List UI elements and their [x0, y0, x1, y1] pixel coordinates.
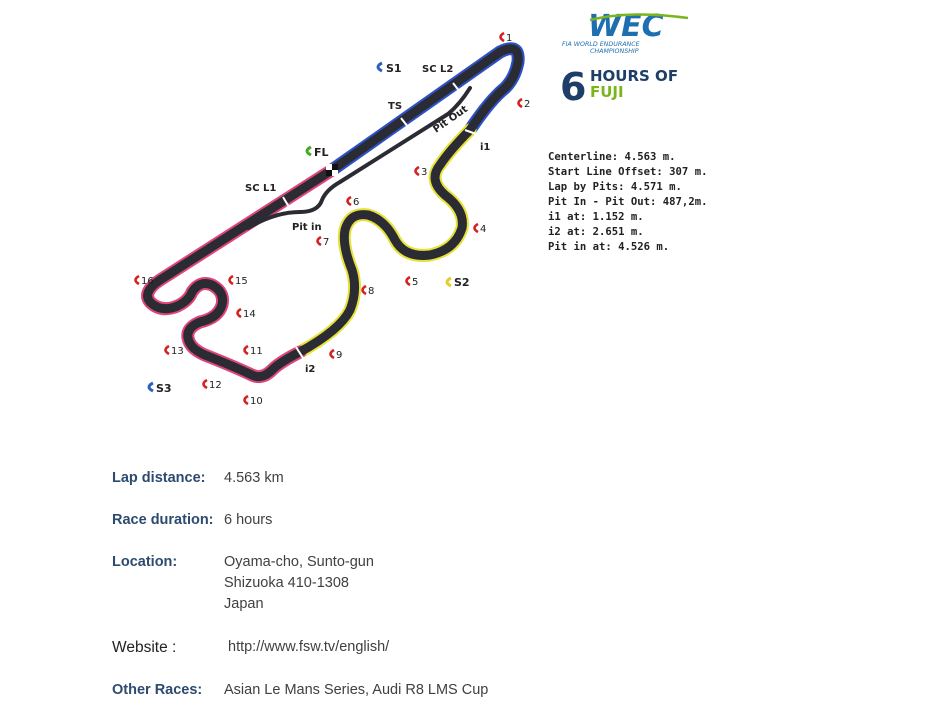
sc-l1-label: SC L1 — [245, 183, 276, 194]
turn-marker-15: 15 — [228, 274, 248, 287]
i1-at: i1 at: 1.152 m. — [548, 211, 644, 223]
pit-lane — [246, 86, 472, 230]
wec-6-hours-of-fuji-logo: WEC FIA WORLD ENDURANCE CHAMPIONSHIP 6 H… — [560, 9, 689, 108]
turn-marker-11: 11 — [243, 344, 263, 357]
pit-in-label: Pit in — [292, 222, 322, 233]
turn-marker-icon — [134, 274, 140, 286]
turn-number: 15 — [235, 276, 248, 287]
wec-sub1: FIA WORLD ENDURANCE — [562, 41, 640, 48]
turn-number: 5 — [412, 277, 418, 288]
turn-marker-14: 14 — [236, 307, 256, 320]
i1-mark — [464, 129, 477, 135]
location-line2: Shizuoka 410-1308 — [224, 575, 349, 591]
wec-sub2: CHAMPIONSHIP — [590, 48, 639, 55]
ts-mark — [400, 117, 409, 128]
turn-number: 10 — [250, 396, 263, 407]
turn-marker-icon — [243, 344, 249, 356]
s3-marker-icon — [147, 381, 154, 393]
turn-marker-5: 5 — [405, 275, 418, 288]
turn-marker-icon — [405, 275, 411, 287]
turn-number: 7 — [323, 237, 329, 248]
website-label: Website : — [112, 639, 177, 656]
lap-distance-label: Lap distance: — [112, 470, 206, 486]
turn-marker-13: 13 — [164, 344, 184, 357]
turn-number: 16 — [141, 276, 154, 287]
event-line1: HOURS OF — [590, 67, 678, 85]
turn-number: 11 — [250, 346, 263, 357]
turn-number: 9 — [336, 350, 342, 361]
lap-by-pits: Lap by Pits: 4.571 m. — [548, 181, 682, 193]
circuit-map: S1 SC L2 TS Pit Out i1 FL SC L1 Pit in S… — [134, 31, 530, 407]
s3-label: S3 — [156, 382, 172, 395]
website-link[interactable]: http://www.fsw.tv/english/ — [228, 639, 390, 655]
event-number: 6 — [560, 65, 586, 108]
i1-label: i1 — [480, 142, 490, 153]
start-finish-line — [326, 164, 338, 176]
ts-label: TS — [388, 101, 402, 112]
turn-marker-1: 1 — [499, 31, 512, 44]
turn-number: 8 — [368, 286, 374, 297]
location-label: Location: — [112, 554, 178, 570]
turn-marker-6: 6 — [346, 195, 359, 208]
i2-mark — [295, 346, 304, 359]
i2-at: i2 at: 2.651 m. — [548, 226, 644, 238]
location-line1: Oyama-cho, Sunto-gun — [224, 554, 374, 570]
turn-number: 4 — [480, 224, 486, 235]
lap-distance-value: 4.563 km — [224, 470, 284, 486]
pit-in-at: Pit in at: 4.526 m. — [548, 241, 670, 253]
track-surface — [143, 44, 523, 382]
track-info: Centerline: 4.563 m. Start Line Offset: … — [548, 150, 707, 255]
turn-marker-10: 10 — [243, 394, 263, 407]
turn-marker-7: 7 — [316, 235, 329, 248]
i2-label: i2 — [305, 364, 315, 375]
other-races-value: Asian Le Mans Series, Audi R8 LMS Cup — [224, 682, 489, 698]
turn-marker-2: 2 — [517, 97, 530, 110]
turn-number: 13 — [171, 346, 184, 357]
s1-marker-icon — [376, 61, 383, 73]
turn-marker-icon — [228, 274, 234, 286]
turn-number: 1 — [506, 33, 512, 44]
turn-marker-icon — [164, 344, 170, 356]
location-line3: Japan — [224, 596, 264, 612]
turn-marker-16: 16 — [134, 274, 154, 287]
turn-marker-icon — [499, 31, 505, 43]
turn-marker-8: 8 — [361, 284, 374, 297]
turn-marker-icon — [346, 195, 352, 207]
turn-number: 12 — [209, 380, 222, 391]
turn-marker-9: 9 — [329, 348, 342, 361]
start-line-offset: Start Line Offset: 307 m. — [548, 166, 708, 178]
pit-in-pit-out: Pit In - Pit Out: 487,2m. — [548, 196, 708, 208]
race-duration-value: 6 hours — [224, 512, 273, 528]
turn-marker-icon — [517, 97, 523, 109]
turn-marker-icon — [243, 394, 249, 406]
turn-number: 6 — [353, 197, 359, 208]
turn-marker-icon — [414, 165, 420, 177]
turn-marker-12: 12 — [202, 378, 222, 391]
turn-number: 2 — [524, 99, 530, 110]
turn-marker-3: 3 — [414, 165, 427, 178]
fl-marker-icon — [305, 145, 312, 157]
turn-number: 3 — [421, 167, 427, 178]
other-races-label: Other Races: — [112, 682, 203, 698]
sc-l2-mark — [452, 82, 461, 93]
wec-swoosh-icon — [589, 13, 689, 22]
event-line2: FUJI — [590, 83, 624, 101]
turn-marker-icon — [361, 284, 367, 296]
turn-marker-icon — [316, 235, 322, 247]
sc-l2-label: SC L2 — [422, 64, 453, 75]
turn-marker-4: 4 — [473, 222, 486, 235]
s1-label: S1 — [386, 62, 402, 75]
turn-marker-icon — [236, 307, 242, 319]
sc-l1-mark — [282, 196, 290, 208]
centerline: Centerline: 4.563 m. — [548, 151, 676, 163]
turn-marker-icon — [329, 348, 335, 360]
s2-marker-icon — [445, 276, 452, 288]
fl-label: FL — [314, 146, 329, 159]
s2-label: S2 — [454, 276, 470, 289]
turn-number: 14 — [243, 309, 256, 320]
turn-marker-icon — [473, 222, 479, 234]
turn-marker-icon — [202, 378, 208, 390]
race-duration-label: Race duration: — [112, 512, 214, 528]
